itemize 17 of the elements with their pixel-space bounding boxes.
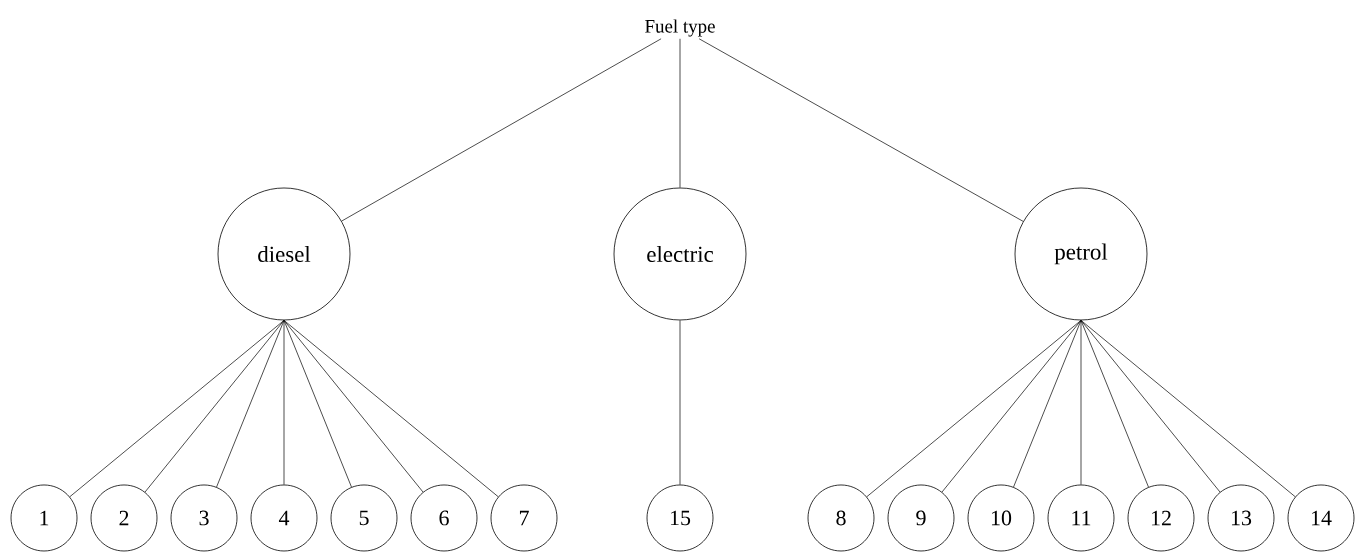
connector-line xyxy=(1013,320,1082,488)
connector-line xyxy=(679,320,681,485)
connector-line xyxy=(216,320,285,488)
connector-line xyxy=(679,38,681,188)
connector-line xyxy=(283,320,352,488)
connector-line xyxy=(283,320,424,493)
connector-line xyxy=(283,320,285,485)
connector-line xyxy=(941,320,1082,493)
root-label: Fuel type xyxy=(645,19,715,37)
connector-line xyxy=(341,38,662,222)
connector-line xyxy=(698,38,1024,222)
connector-line xyxy=(1080,320,1082,485)
connector-line xyxy=(144,320,285,493)
connector-line xyxy=(283,320,499,498)
connector-line xyxy=(1080,320,1149,488)
connector-line xyxy=(1080,320,1221,493)
connector-line xyxy=(1080,320,1296,498)
